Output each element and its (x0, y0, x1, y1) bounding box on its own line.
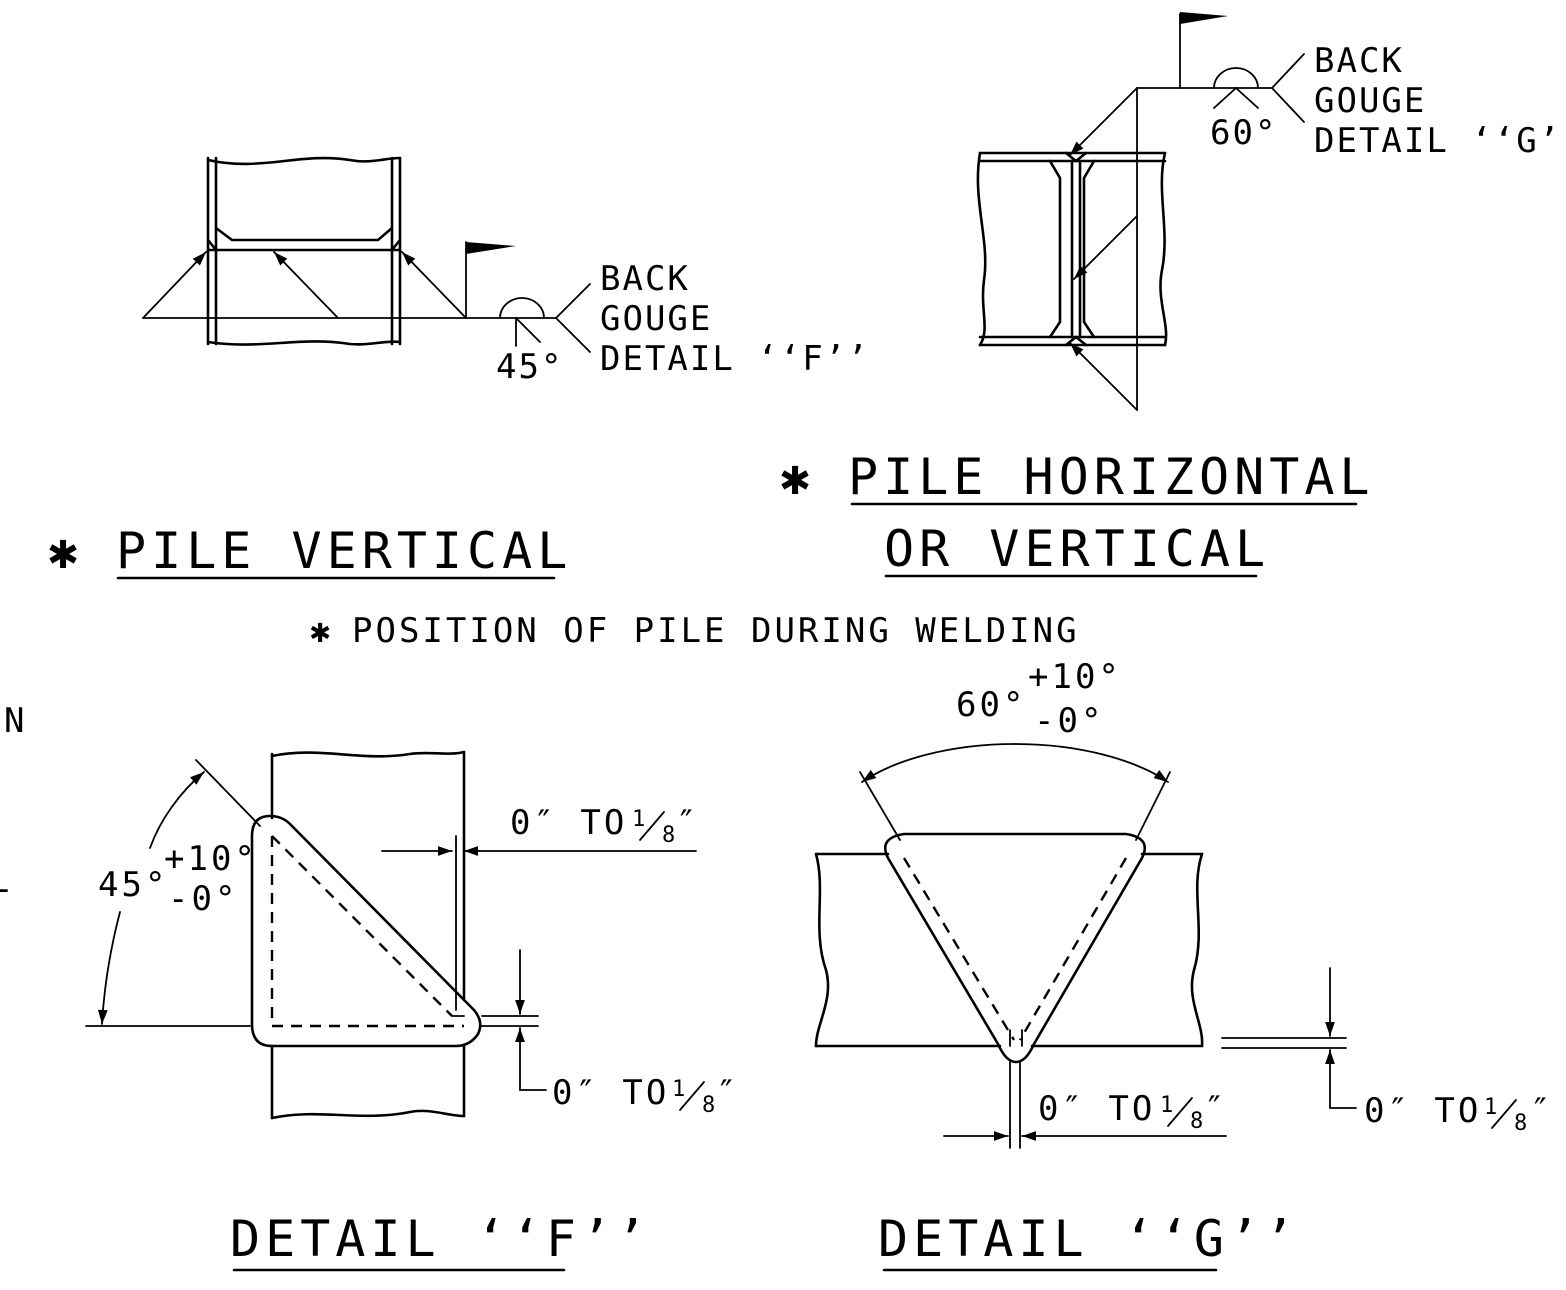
tol-plus: +10° (1028, 657, 1122, 697)
pile-horizontal-title-line1: PILE HORIZONTAL (848, 448, 1375, 506)
callout-line-1: BACK (600, 259, 690, 299)
note-marker: ✱ (780, 448, 815, 506)
callout-line-2: GOUGE (1314, 81, 1426, 121)
tol-plus: +10° (164, 839, 258, 879)
callout-line-3: DETAIL ‘‘G’’ (1314, 121, 1566, 161)
groove-angle-label: 60° (1210, 113, 1277, 153)
pile-vertical-view: BACK GOUGE DETAIL ‘‘F’’ 45° (142, 156, 870, 387)
pile-horizontal-view: BACK GOUGE DETAIL ‘‘G’’ 60° (976, 12, 1566, 411)
fraction-num: 1 (1484, 1095, 1497, 1120)
position-note: POSITION OF PILE DURING WELDING (352, 611, 1080, 651)
fraction-num: 1 (632, 807, 645, 832)
tol-minus: -0° (1034, 701, 1104, 741)
callout-line-3: DETAIL ‘‘F’’ (600, 339, 870, 379)
pile-horizontal-title-line2: OR VERTICAL (884, 520, 1270, 578)
gap-root-label: 0″ TO (1038, 1089, 1155, 1129)
angle-label: 60° (956, 685, 1026, 725)
fraction-unit: ″ (676, 803, 699, 843)
fraction-unit: ″ (1204, 1089, 1227, 1129)
detail-f: 45° +10° -0° 0″ TO 1 8 ″ 0″ TO 1 8 ″ DET… (85, 750, 739, 1272)
fraction-unit: ″ (716, 1073, 739, 1113)
angle-label: 45° (98, 865, 168, 905)
edge-fragment: T (0, 883, 11, 923)
fraction-num: 1 (1160, 1093, 1173, 1118)
fraction-den: 8 (1190, 1109, 1203, 1134)
callout-line-1: BACK (1314, 41, 1404, 81)
pile-vertical-title: PILE VERTICAL (116, 522, 572, 580)
detail-f-title: DETAIL ‘‘F’’ (230, 1210, 651, 1268)
fraction-den: 8 (702, 1093, 715, 1118)
gap-bottom-label: 0″ TO (552, 1073, 669, 1113)
callout-line-2: GOUGE (600, 299, 712, 339)
detail-g: 60° +10° -0° 0″ TO 1 8 ″ 0″ TO 1 8 ″ DET… (814, 657, 1553, 1272)
fraction-den: 8 (662, 823, 675, 848)
note-marker: ✱ (48, 522, 83, 580)
detail-g-title: DETAIL ‘‘G’’ (878, 1210, 1299, 1268)
gap-side-label: 0″ TO (1364, 1091, 1481, 1131)
gap-top-label: 0″ TO (510, 803, 627, 843)
tol-minus: -0° (168, 879, 238, 919)
edge-fragment: N (4, 701, 27, 741)
fraction-den: 8 (1514, 1111, 1527, 1136)
fraction-unit: ″ (1530, 1091, 1553, 1131)
note-marker: ✱ (310, 611, 333, 651)
groove-angle-label: 45° (496, 347, 563, 387)
fraction-num: 1 (672, 1077, 685, 1102)
